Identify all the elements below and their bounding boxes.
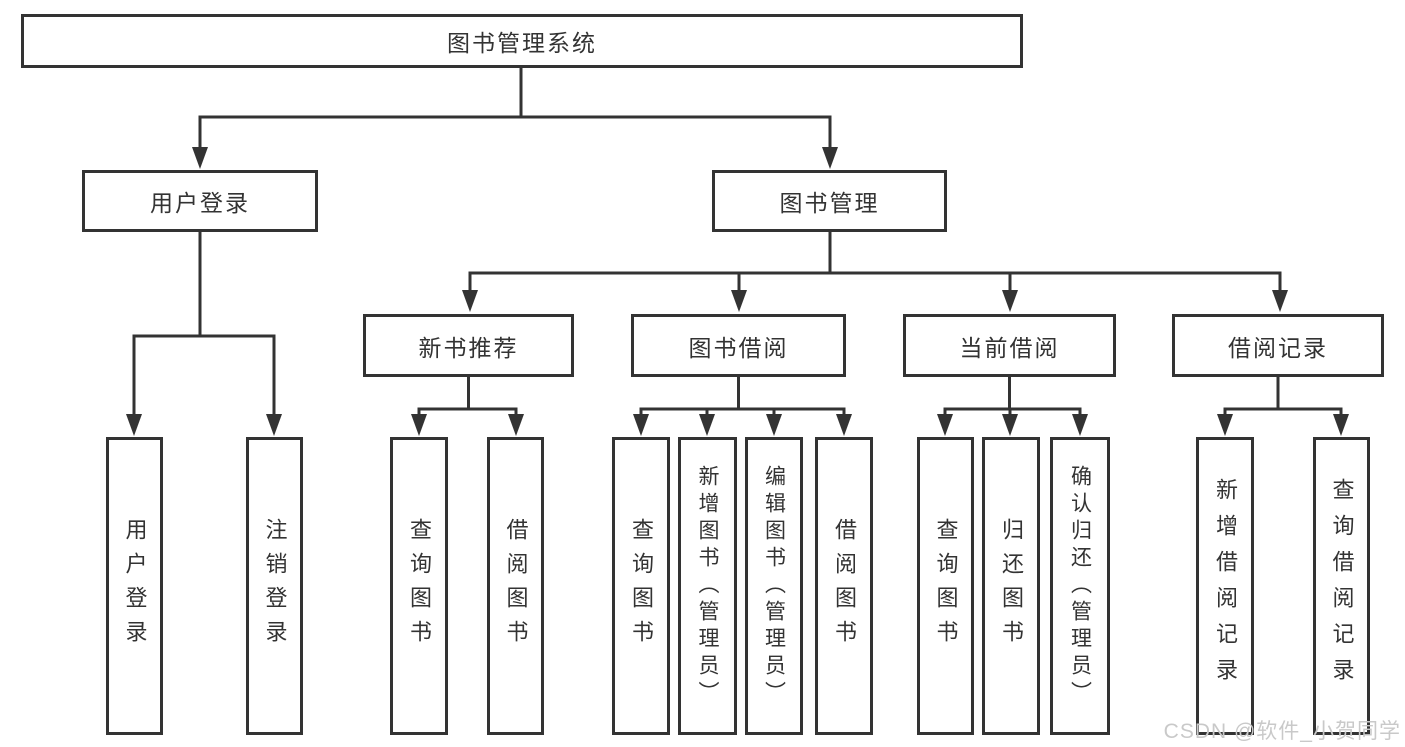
node-leaf-borrow-books: 借阅图书 bbox=[815, 437, 873, 735]
arrow-down-icon bbox=[462, 290, 478, 312]
node-label: 归还图书 bbox=[999, 518, 1024, 654]
arrow-down-icon bbox=[699, 414, 715, 436]
node-user-login-branch: 用户登录 bbox=[82, 170, 318, 232]
node-label: 查询图书 bbox=[407, 518, 432, 654]
arrow-down-icon bbox=[937, 414, 953, 436]
node-leaf-query-borrow-record: 查询借阅记录 bbox=[1313, 437, 1370, 735]
node-leaf-return-books: 归还图书 bbox=[982, 437, 1040, 735]
arrow-down-icon bbox=[411, 414, 427, 436]
arrowheads-group bbox=[126, 147, 1349, 436]
node-label: 查询图书 bbox=[629, 518, 654, 654]
node-label: 注销登录 bbox=[262, 518, 288, 654]
arrow-down-icon bbox=[508, 414, 524, 436]
arrow-down-icon bbox=[822, 147, 838, 169]
node-label: 用户登录 bbox=[122, 518, 148, 654]
node-label: 编辑图书（管理员） bbox=[762, 464, 786, 708]
node-leaf-borrow-books-recommend: 借阅图书 bbox=[487, 437, 544, 735]
node-leaf-add-borrow-record: 新增借阅记录 bbox=[1196, 437, 1254, 735]
node-label: 查询借阅记录 bbox=[1329, 478, 1355, 694]
arrow-down-icon bbox=[266, 414, 282, 436]
arrow-down-icon bbox=[1217, 414, 1233, 436]
node-leaf-query-books-current: 查询图书 bbox=[917, 437, 974, 735]
arrow-down-icon bbox=[1333, 414, 1349, 436]
node-book-borrowing: 图书借阅 bbox=[631, 314, 846, 377]
node-current-borrowing: 当前借阅 bbox=[903, 314, 1116, 377]
node-label: 新增借阅记录 bbox=[1213, 478, 1238, 694]
node-leaf-confirm-return-admin: 确认归还（管理员） bbox=[1050, 437, 1110, 735]
node-borrowing-records: 借阅记录 bbox=[1172, 314, 1384, 377]
node-new-book-recommendation: 新书推荐 bbox=[363, 314, 574, 377]
node-leaf-add-books-admin: 新增图书（管理员） bbox=[678, 437, 737, 735]
node-label: 借阅图书 bbox=[832, 518, 857, 654]
arrow-down-icon bbox=[1272, 290, 1288, 312]
arrow-down-icon bbox=[836, 414, 852, 436]
arrow-down-icon bbox=[1002, 414, 1018, 436]
arrow-down-icon bbox=[633, 414, 649, 436]
arrow-down-icon bbox=[766, 414, 782, 436]
node-leaf-query-books-recommend: 查询图书 bbox=[390, 437, 448, 735]
arrow-down-icon bbox=[1072, 414, 1088, 436]
node-library-management-system: 图书管理系统 bbox=[21, 14, 1023, 68]
node-leaf-user-login: 用户登录 bbox=[106, 437, 163, 735]
node-label: 查询图书 bbox=[933, 518, 959, 654]
node-leaf-logout: 注销登录 bbox=[246, 437, 303, 735]
arrow-down-icon bbox=[126, 414, 142, 436]
node-leaf-query-books-borrow: 查询图书 bbox=[612, 437, 670, 735]
arrow-down-icon bbox=[1002, 290, 1018, 312]
node-leaf-edit-books-admin: 编辑图书（管理员） bbox=[745, 437, 803, 735]
node-book-management-branch: 图书管理 bbox=[712, 170, 947, 232]
node-label: 确认归还（管理员） bbox=[1068, 464, 1092, 708]
arrow-down-icon bbox=[731, 290, 747, 312]
arrow-down-icon bbox=[192, 147, 208, 169]
csdn-watermark: CSDN @软件_小贺同学 bbox=[1163, 720, 1401, 743]
node-label: 借阅图书 bbox=[503, 518, 529, 654]
node-label: 新增图书（管理员） bbox=[696, 464, 719, 708]
